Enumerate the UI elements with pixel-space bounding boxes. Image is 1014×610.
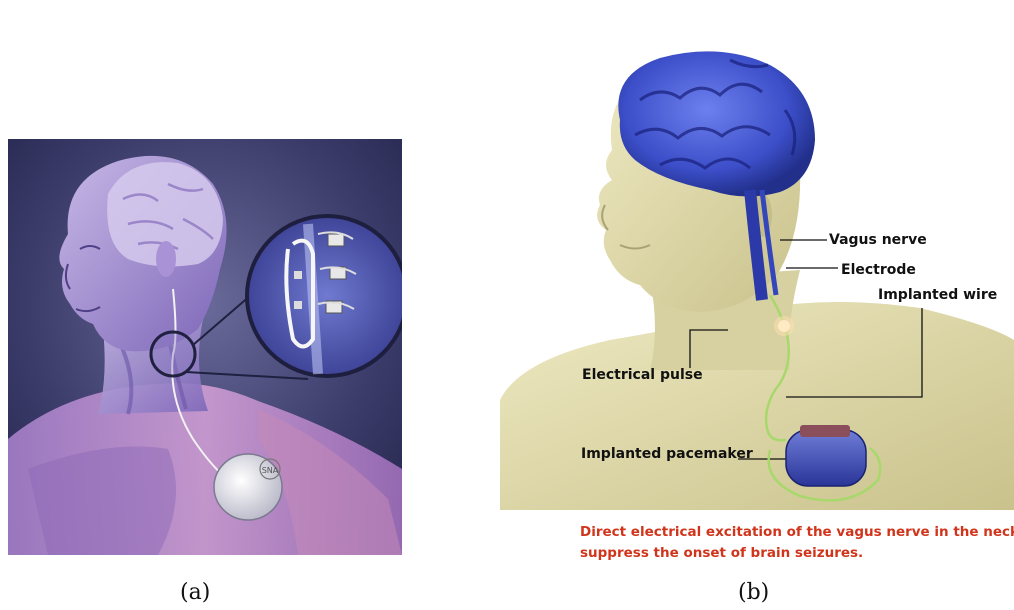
label-implanted-pacemaker: Implanted pacemaker — [581, 446, 753, 462]
label-electrical-pulse: Electrical pulse — [582, 367, 703, 383]
label-implanted-wire: Implanted wire — [878, 287, 997, 303]
device-label: SNA — [262, 466, 279, 475]
illustration-implant-a: SNA — [8, 139, 402, 555]
label-electrode: Electrode — [841, 262, 916, 278]
panel-caption-a: (a) — [180, 580, 210, 605]
caption-text-line-1: Direct electrical excitation of the vagu… — [580, 524, 1014, 540]
panel-caption-b: (b) — [738, 580, 769, 605]
caption-text-line-2: suppress the onset of brain seizures. — [580, 545, 863, 561]
label-vagus-nerve: Vagus nerve — [829, 232, 927, 248]
